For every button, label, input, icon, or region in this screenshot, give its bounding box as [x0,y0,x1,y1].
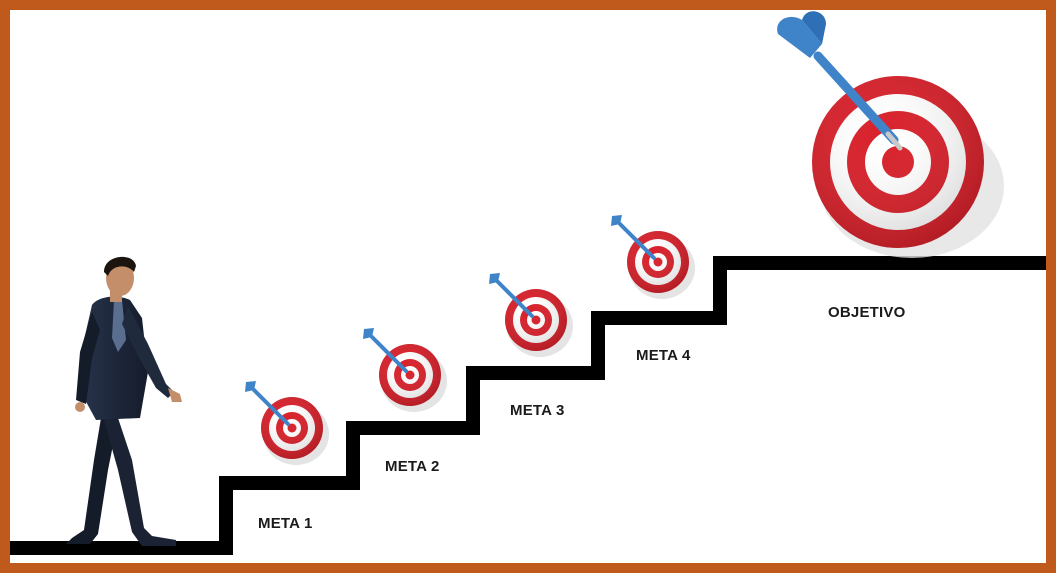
target-meta-4-icon [611,215,695,299]
goal-label: OBJETIVO [828,304,906,321]
businessman-figure [66,256,182,546]
step-label-meta-1: META 1 [258,515,313,532]
target-goal-icon [777,11,1004,258]
target-meta-2-icon [363,328,447,412]
step-label-meta-3: META 3 [510,402,565,419]
target-meta-1-icon [245,381,329,465]
target-meta-3-icon [489,273,573,357]
step-label-meta-2: META 2 [385,458,440,475]
step-label-meta-4: META 4 [636,347,691,364]
staircase [10,256,1046,555]
